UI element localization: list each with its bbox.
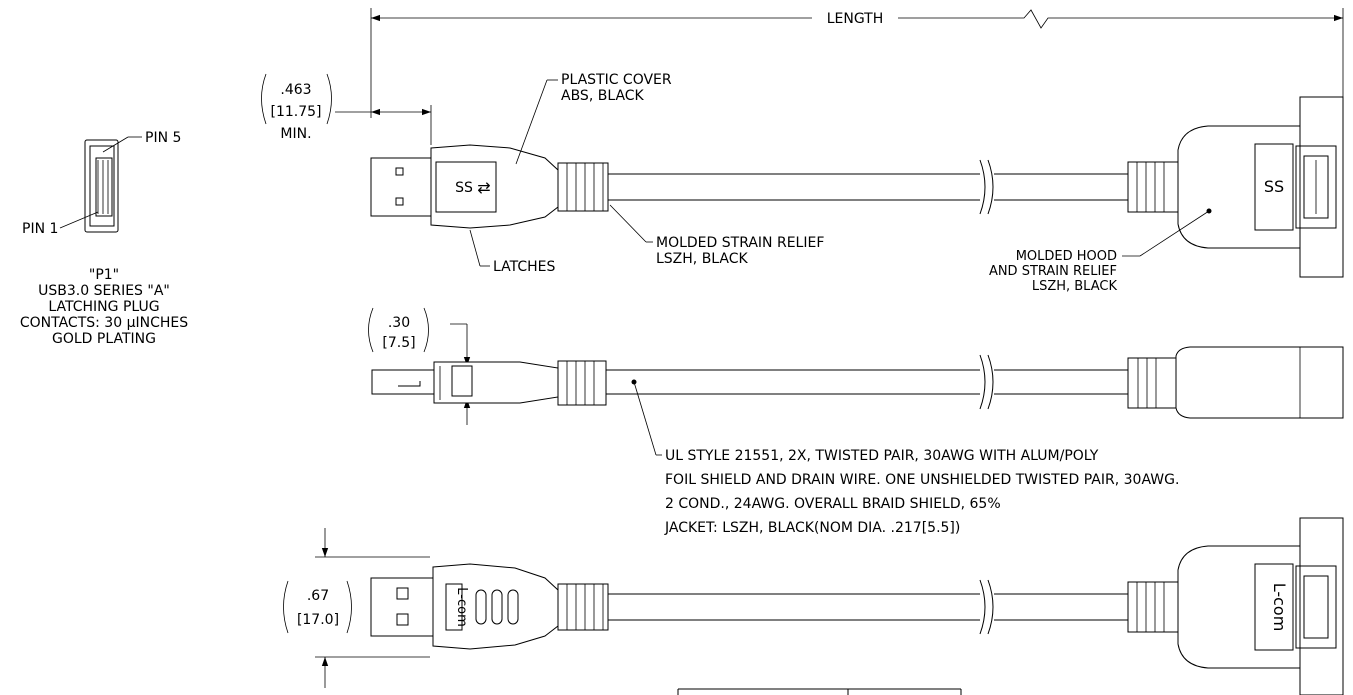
plastic-cover-callout: PLASTIC COVER ABS, BLACK — [515, 72, 672, 165]
connector-caption: "P1" USB3.0 SERIES "A" LATCHING PLUG CON… — [20, 267, 188, 347]
cover-length-dimension: .463 [11.75] MIN. — [261, 73, 432, 145]
caption-line-5: GOLD PLATING — [52, 331, 156, 347]
width-dim-inch: .67 — [307, 588, 329, 604]
hood-line-2: AND STRAIN RELIEF — [989, 264, 1117, 279]
strain-relief-callout: MOLDED STRAIN RELIEF LSZH, BLACK — [609, 204, 824, 267]
thickness-dim-mm: [7.5] — [382, 335, 415, 351]
thickness-dim-inch: .30 — [388, 315, 410, 331]
latches-callout: LATCHES — [469, 229, 555, 275]
plastic-cover-line-2: ABS, BLACK — [561, 88, 645, 104]
cable-spec-line-2: FOIL SHIELD AND DRAIN WIRE. ONE UNSHIELD… — [665, 472, 1179, 488]
top-ss-logo: SS — [455, 180, 473, 196]
plastic-cover-line-1: PLASTIC COVER — [561, 72, 672, 88]
caption-line-3: LATCHING PLUG — [48, 299, 159, 315]
cover-dim-min: MIN. — [280, 126, 311, 142]
cover-dim-inch: .463 — [280, 82, 311, 98]
length-dimension: LENGTH — [370, 8, 1344, 120]
bottom-brand-cover: L-com — [454, 587, 469, 626]
strain-relief-line-1: MOLDED STRAIN RELIEF — [656, 235, 824, 251]
pin1-label: PIN 1 — [22, 221, 58, 237]
length-label: LENGTH — [827, 11, 884, 27]
cable-spec-line-1: UL STYLE 21551, 2X, TWISTED PAIR, 30AWG … — [665, 448, 1099, 464]
strain-relief-line-2: LSZH, BLACK — [656, 251, 749, 267]
cover-dim-mm: [11.75] — [270, 104, 321, 120]
cable-spec-callout: UL STYLE 21551, 2X, TWISTED PAIR, 30AWG … — [631, 379, 1179, 536]
bottom-view: .67 [17.0] L-com L-com — [283, 517, 1344, 695]
top-usb-symbol: ⇄ — [477, 178, 490, 197]
top-view: SS ⇄ SS — [370, 96, 1344, 278]
cable-spec-line-3: 2 COND., 24AWG. OVERALL BRAID SHIELD, 65… — [665, 496, 1001, 512]
cable-spec-line-4: JACKET: LSZH, BLACK(NOM DIA. .217[5.5]) — [664, 520, 960, 536]
connector-end-view: PIN 5 PIN 1 — [22, 130, 181, 237]
hood-callout: MOLDED HOOD AND STRAIN RELIEF LSZH, BLAC… — [989, 208, 1212, 294]
caption-line-1: "P1" — [89, 267, 119, 283]
hood-line-1: MOLDED HOOD — [1016, 249, 1117, 264]
hood-line-3: LSZH, BLACK — [1032, 279, 1118, 294]
side-view: .30 [7.5] — [368, 307, 1344, 425]
bottom-brand-hood: L-com — [1270, 583, 1289, 632]
latches-label: LATCHES — [493, 259, 555, 275]
caption-line-4: CONTACTS: 30 µINCHES — [20, 315, 188, 331]
width-dim-mm: [17.0] — [297, 612, 339, 628]
caption-line-2: USB3.0 SERIES "A" — [38, 283, 170, 299]
title-block-fragment — [677, 688, 962, 695]
pin5-label: PIN 5 — [145, 130, 181, 146]
hood-ss-logo: SS — [1264, 177, 1284, 196]
